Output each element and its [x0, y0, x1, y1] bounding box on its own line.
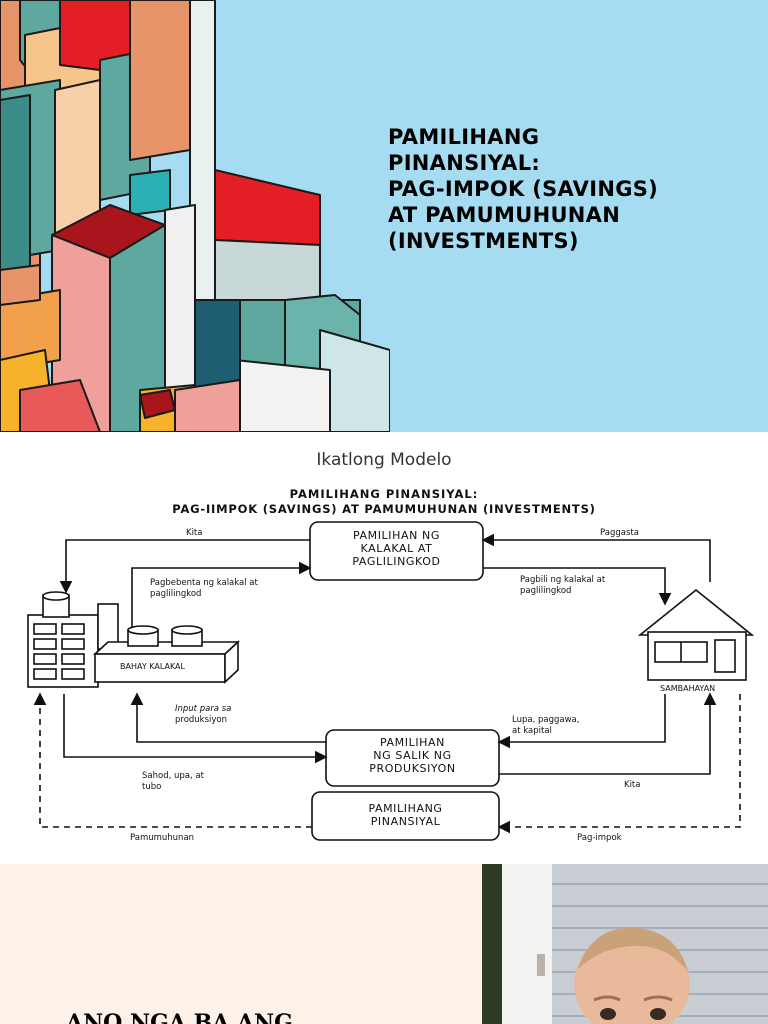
- firm-label: BAHAY KALAKAL: [120, 662, 185, 672]
- diagram-slide: Ikatlong Modelo PAMILIHANG PINANSIYAL: P…: [0, 432, 768, 864]
- title-line: PAMILIHANG: [388, 124, 758, 150]
- title-line: (INVESTMENTS): [388, 228, 758, 254]
- financial-market-label: PAMILIHANG PINANSIYAL: [312, 802, 499, 828]
- flow-label-sahod-1: Sahod, upa, at: [142, 771, 204, 781]
- city-buildings-illustration: [0, 0, 390, 432]
- box-line: PAMILIHANG: [312, 802, 499, 815]
- box-line: PINANSIYAL: [312, 815, 499, 828]
- flow-label-lupa-2: at kapital: [512, 726, 552, 736]
- diagram-header-line2: PAG-IIMPOK (SAVINGS) AT PAMUMUHUNAN (INV…: [0, 502, 768, 516]
- flow-label-pagbebenta-2: paglilingkod: [150, 589, 201, 599]
- flow-label-kita-bottom: Kita: [624, 780, 640, 790]
- goods-market-label: PAMILIHAN NG KALAKAL AT PAGLILINGKOD: [310, 529, 483, 568]
- box-line: KALAKAL AT: [310, 542, 483, 555]
- household-label: SAMBAHAYAN: [660, 684, 715, 694]
- box-line: PAGLILINGKOD: [310, 555, 483, 568]
- flow-label-lupa-1: Lupa, paggawa,: [512, 715, 579, 725]
- box-line: PAMILIHAN: [326, 736, 499, 749]
- slide-question: ANO NGA BA ANG: [66, 1010, 293, 1024]
- child-photo: [482, 864, 768, 1024]
- title-slide: PAMILIHANG PINANSIYAL: PAG-IMPOK (SAVING…: [0, 0, 768, 432]
- flow-label-pag-impok: Pag-impok: [577, 833, 622, 843]
- diagram-header-line1: PAMILIHANG PINANSIYAL:: [0, 487, 768, 501]
- diagram-caption: Ikatlong Modelo: [0, 450, 768, 470]
- flow-label-pamumuhunan: Pamumuhunan: [130, 833, 194, 843]
- title-line: AT PAMUMUHUNAN: [388, 202, 758, 228]
- flow-label-input-2: produksiyon: [175, 715, 227, 725]
- question-slide: ANO NGA BA ANG: [0, 864, 768, 1024]
- title-line: PINANSIYAL:: [388, 150, 758, 176]
- flow-label-pagbili-2: paglilingkod: [520, 586, 571, 596]
- factor-market-label: PAMILIHAN NG SALIK NG PRODUKSIYON: [326, 736, 499, 775]
- box-line: PAMILIHAN NG: [310, 529, 483, 542]
- slide-title: PAMILIHANG PINANSIYAL: PAG-IMPOK (SAVING…: [388, 124, 758, 254]
- flow-label-input-1: Input para sa: [175, 704, 231, 714]
- flow-label-kita-top: Kita: [186, 528, 202, 538]
- flow-label-paggasta: Paggasta: [600, 528, 639, 538]
- box-line: PRODUKSIYON: [326, 762, 499, 775]
- flow-label-pagbebenta-1: Pagbebenta ng kalakal at: [150, 578, 258, 588]
- flow-label-sahod-2: tubo: [142, 782, 161, 792]
- title-line: PAG-IMPOK (SAVINGS): [388, 176, 758, 202]
- flow-label-pagbili-1: Pagbili ng kalakal at: [520, 575, 605, 585]
- box-line: NG SALIK NG: [326, 749, 499, 762]
